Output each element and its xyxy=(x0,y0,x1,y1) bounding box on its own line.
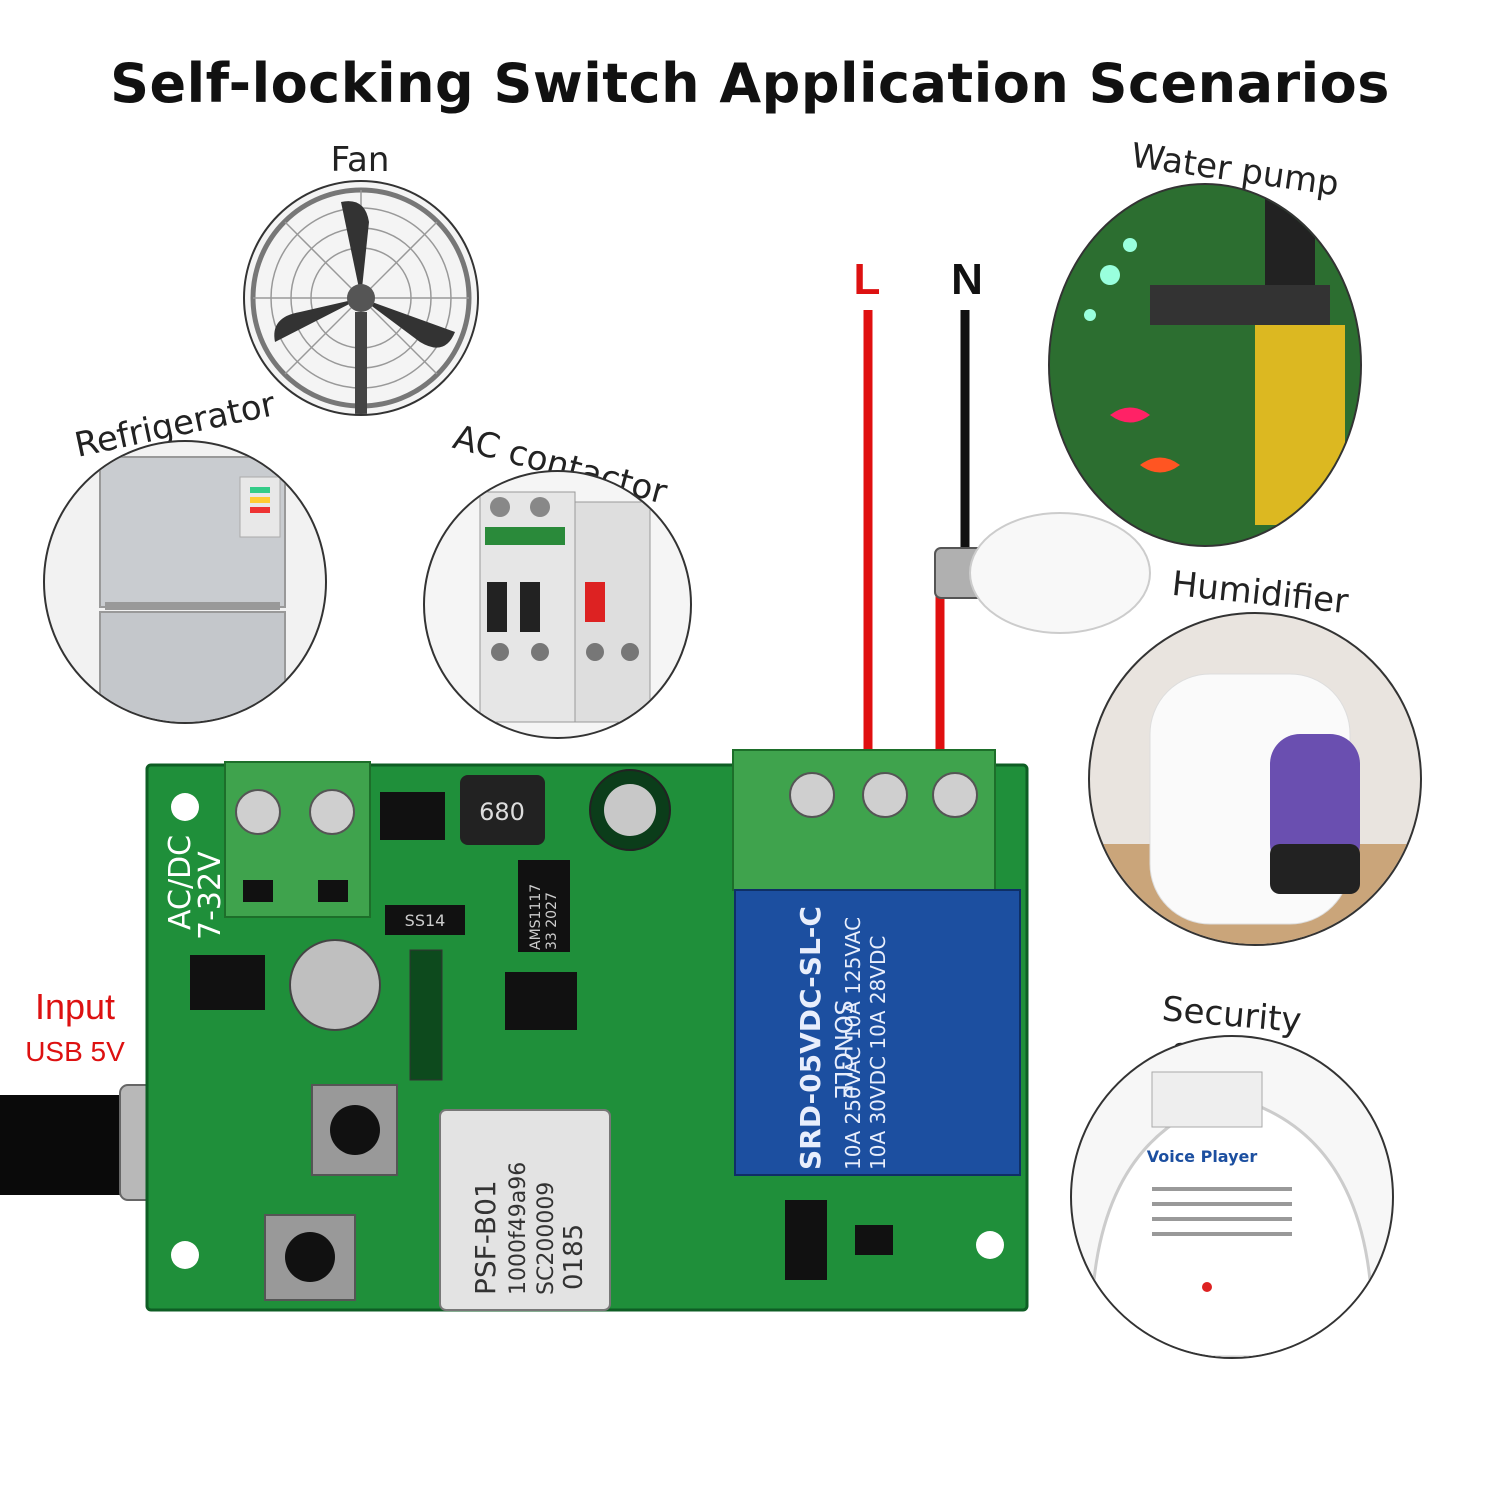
push-button xyxy=(264,1214,356,1301)
mount-hole xyxy=(171,793,199,821)
wire-n-label: N xyxy=(951,255,983,304)
module-label-3: SC200009 xyxy=(534,1182,559,1295)
capacitor-2 xyxy=(289,939,381,1031)
regulator-chip xyxy=(518,860,570,952)
terminal-label-1: AC/DC xyxy=(163,835,198,930)
wifi-module xyxy=(439,1109,611,1311)
input-label: Input xyxy=(34,986,116,1027)
usb-port xyxy=(119,1084,211,1201)
bridge-rectifier xyxy=(190,955,265,1010)
wire-l-label: L xyxy=(853,255,881,304)
fan-image xyxy=(243,180,479,416)
screw-icon xyxy=(862,772,908,818)
inductor-label: 680 xyxy=(479,798,525,826)
refrigerator-icon xyxy=(99,456,286,722)
relay-label-3: SRD-05VDC-SL-C xyxy=(794,906,827,1170)
ic-chip xyxy=(380,792,445,840)
push-button xyxy=(311,1084,398,1176)
water-pump-image xyxy=(1048,183,1362,547)
ac-contactor-image xyxy=(423,470,692,739)
page-title: Self-locking Switch Application Scenario… xyxy=(110,52,1390,115)
pin-header xyxy=(409,949,443,1081)
module-label-2: 1000f49a96 xyxy=(506,1162,531,1295)
screw-icon xyxy=(309,789,355,835)
power-terminal xyxy=(224,761,371,918)
breaker-icon xyxy=(479,491,651,723)
regulator-label-2: 33 2027 xyxy=(544,892,560,950)
water-pump-icon xyxy=(1050,185,1360,545)
relay-label-2: 10A 30VDC 10A 28VDC xyxy=(866,936,890,1170)
input-usb-label: USB 5V xyxy=(25,1036,125,1067)
fan-label: Fan xyxy=(330,140,390,180)
screw-icon xyxy=(932,772,978,818)
module-label-1: PSF-B01 xyxy=(469,1180,502,1295)
ic-chip-2 xyxy=(505,972,577,1030)
inductor xyxy=(460,775,545,845)
diode xyxy=(385,905,465,935)
security-sensor-image: Voice Player xyxy=(1070,1035,1394,1359)
refrigerator-image xyxy=(43,440,327,724)
transistor xyxy=(855,1225,893,1255)
screw-icon xyxy=(235,789,281,835)
fan-icon xyxy=(250,187,472,414)
humidifier-icon xyxy=(1090,673,1420,944)
mount-hole xyxy=(171,1241,199,1269)
mount-hole xyxy=(976,1231,1004,1259)
humidifier-image xyxy=(1088,612,1422,946)
regulator-label-1: AMS1117 xyxy=(528,884,544,950)
terminal-label-2: 7-32V xyxy=(193,851,228,940)
relay-brand: SONGLE xyxy=(829,1000,857,1099)
capacitor xyxy=(589,769,671,851)
sensor-brand-text: Voice Player xyxy=(1147,1147,1258,1166)
diode-2 xyxy=(785,1200,827,1280)
relay-terminal xyxy=(732,749,996,891)
screw-icon xyxy=(789,772,835,818)
pcb-board xyxy=(145,763,1029,1312)
sensor-icon: Voice Player xyxy=(1089,1071,1375,1357)
relay xyxy=(734,889,1021,1176)
usb-cable xyxy=(0,1095,150,1195)
module-label-4: 0185 xyxy=(559,1224,589,1290)
light-bulb-icon xyxy=(934,512,1151,634)
diode-label: SS14 xyxy=(405,911,446,930)
relay-label-1: 10A 250VAC 10A 125VAC xyxy=(841,917,865,1170)
